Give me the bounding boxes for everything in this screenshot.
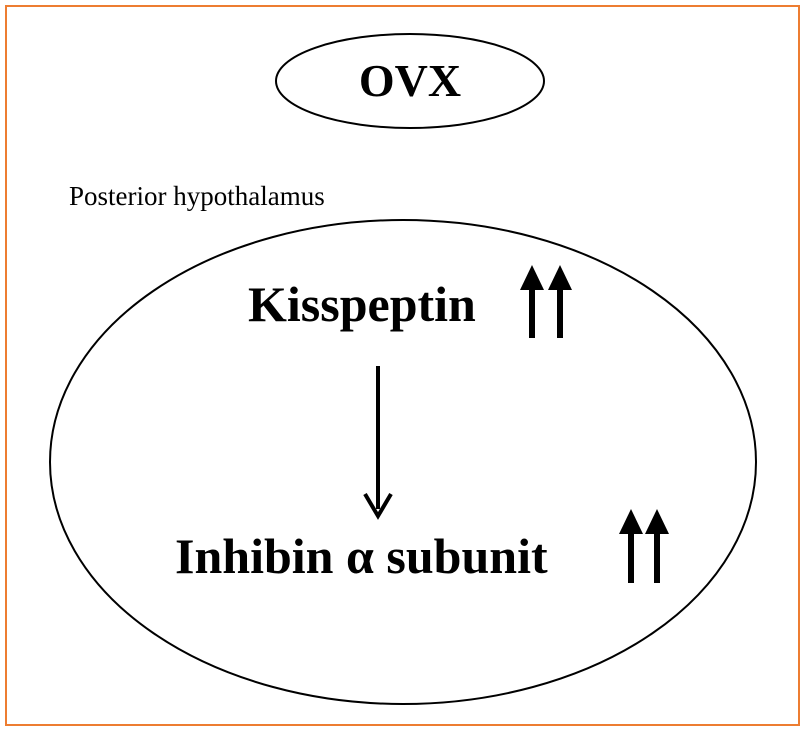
ovx-ellipse	[275, 33, 545, 129]
double-up-arrow-icon	[619, 509, 669, 583]
kisspeptin-label: Kisspeptin	[248, 276, 476, 332]
region-label: Posterior hypothalamus	[69, 181, 325, 211]
inhibin-node: Inhibin α subunit	[175, 509, 669, 584]
outer-frame	[5, 5, 800, 726]
inhibin-label: Inhibin α subunit	[175, 528, 548, 584]
ovx-label: OVX	[359, 55, 461, 106]
hypothalamus-ellipse	[49, 219, 757, 705]
ovx-node: OVX	[275, 33, 545, 129]
kisspeptin-node: Kisspeptin	[248, 265, 572, 338]
double-up-arrow-icon	[520, 265, 572, 338]
down-arrow-icon	[363, 366, 393, 520]
